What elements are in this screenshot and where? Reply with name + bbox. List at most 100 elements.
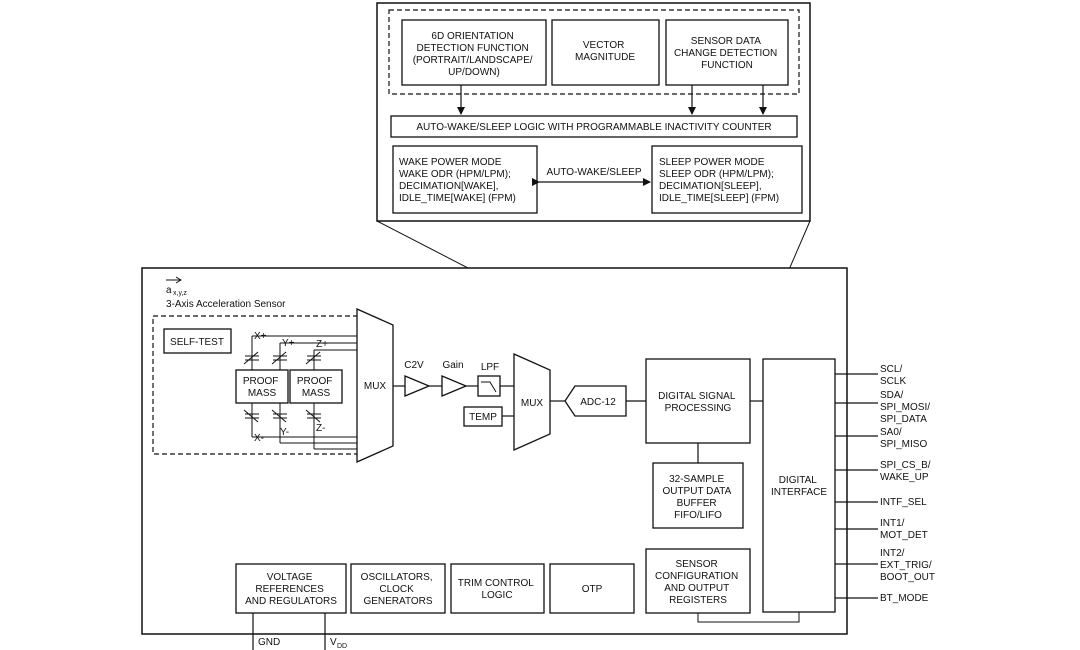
svg-text:INT2/EXT_TRIG/BOOT_OUT: INT2/EXT_TRIG/BOOT_OUT xyxy=(880,548,935,583)
digital-interface-line-1: DIGITAL xyxy=(779,475,818,486)
pin-int2-line-1: INT2/ xyxy=(880,548,905,559)
svg-text:WAKE POWER MODE WAKE ODR: WAKE POWER MODE WAKE ODR (HPM/LPM); DECI… xyxy=(399,157,516,204)
proof-mass-1 xyxy=(235,369,289,404)
svg-text:PROOF MASS: PROOF MASS xyxy=(297,376,335,399)
proof-mass-2-line-2: MASS xyxy=(302,388,331,399)
svg-text:SENSOR DATA CHANGE DETEC: SENSOR DATA CHANGE DETECTION FUNCTION xyxy=(674,36,780,71)
mux-2 xyxy=(513,352,551,452)
orientation-line-2: DETECTION FUNCTION xyxy=(417,43,529,54)
buffer-line-2: OUTPUT DATA xyxy=(662,486,731,497)
axis-label-z-plus: Z+ xyxy=(316,339,328,350)
mux-1 xyxy=(356,307,394,464)
axis-label-z-minus: Z- xyxy=(316,423,325,434)
axis-label-y-plus: Y+ xyxy=(282,338,295,349)
wake-line-1: WAKE POWER MODE xyxy=(399,157,502,168)
gain-amplifier xyxy=(441,375,468,397)
svg-text:SPI_CS_B/WAKE_UP: SPI_CS_B/WAKE_UP xyxy=(880,460,931,483)
svg-text:BT_MODE: BT_MODE xyxy=(880,593,929,604)
mux-1-label: MUX xyxy=(364,381,387,392)
gnd-label: GND xyxy=(258,637,280,648)
sleep-line-2: SLEEP ODR (HPM/LPM); xyxy=(659,169,774,180)
svg-text:INT1/MOT_DET: INT1/MOT_DET xyxy=(880,518,928,541)
adc-label: ADC-12 xyxy=(580,397,616,408)
autowake-arrow-label: AUTO-WAKE/SLEEP xyxy=(546,167,641,178)
c2v-amplifier xyxy=(404,375,431,397)
dsp-block xyxy=(645,358,751,444)
pin-sa0-line-2: SPI_MISO xyxy=(880,439,927,450)
capacitor-symbols xyxy=(243,351,321,423)
orientation-line-3: (PORTRAIT/LANDSCAPE/ xyxy=(413,55,533,66)
svg-text:SCL/SCLK: SCL/SCLK xyxy=(880,364,906,387)
change-line-2: CHANGE DETECTION xyxy=(674,48,777,59)
pin-spi-cs-line-1: SPI_CS_B/ xyxy=(880,460,931,471)
self-test-block xyxy=(163,328,232,354)
trim-line-2: LOGIC xyxy=(481,590,512,601)
voltage-references-block xyxy=(235,563,347,614)
vdd-sub: DD xyxy=(337,643,347,650)
proof-mass-1-line-2: MASS xyxy=(248,388,277,399)
axis-label-y-minus: Y- xyxy=(280,427,289,438)
buffer-line-4: FIFO/LIFO xyxy=(674,510,722,521)
svg-text:TRIM CONTROL LOGIC: TRIM CONTROL LOGIC xyxy=(458,578,537,601)
svg-text:SENSOR CONFIGURATION A: SENSOR CONFIGURATION AND OUTPUT REGISTER… xyxy=(655,559,741,606)
buffer-line-1: 32-SAMPLE xyxy=(669,474,724,485)
svg-text:SA0/SPI_MISO: SA0/SPI_MISO xyxy=(880,427,927,450)
acceleration-vector-label: a x,y,z xyxy=(166,276,187,297)
sleep-line-1: SLEEP POWER MODE xyxy=(659,157,765,168)
oscillators-line-3: GENERATORS xyxy=(363,596,432,607)
oscillators-line-2: CLOCK xyxy=(379,584,414,595)
pin-int2-line-3: BOOT_OUT xyxy=(880,572,935,583)
trim-line-1: TRIM CONTROL xyxy=(458,578,535,589)
wake-line-4: IDLE_TIME[WAKE] (FPM) xyxy=(399,193,516,204)
proof-mass-2 xyxy=(289,369,343,404)
autowake-logic-label: AUTO-WAKE/SLEEP LOGIC WITH PROGRAMMABLE … xyxy=(416,122,771,133)
axis-label-x-plus: X+ xyxy=(254,331,267,342)
autowake-logic-block xyxy=(390,115,798,138)
change-detection-block xyxy=(665,19,789,86)
axyz-label: a xyxy=(166,285,172,296)
change-line-3: FUNCTION xyxy=(701,60,753,71)
axis-label-x-minus: X- xyxy=(254,433,264,444)
svg-text:OSCILLATORS, CLOCK GEN: OSCILLATORS, CLOCK GENERATORS xyxy=(361,572,436,607)
lpf-block xyxy=(477,375,501,397)
digital-interface-block xyxy=(762,358,836,613)
vector-line-2: MAGNITUDE xyxy=(575,52,635,63)
otp-block xyxy=(549,563,635,614)
svg-text:VECTOR MAGNITUDE: VECTOR MAGNITUDE xyxy=(575,40,635,63)
gain-label: Gain xyxy=(442,360,463,371)
orientation-line-4: UP/DOWN) xyxy=(448,67,500,78)
proof-mass-2-line-1: PROOF xyxy=(297,376,333,387)
trim-control-block xyxy=(450,563,545,614)
otp-label: OTP xyxy=(582,584,603,595)
mux-2-label: MUX xyxy=(521,398,544,409)
pin-sda-line-3: SPI_DATA xyxy=(880,414,927,425)
pin-scl-line-1: SCL/ xyxy=(880,364,902,375)
orientation-detection-block xyxy=(401,19,547,86)
sensor-config-line-1: SENSOR xyxy=(675,559,717,570)
change-line-1: SENSOR DATA xyxy=(691,36,762,47)
voltage-line-1: VOLTAGE xyxy=(267,572,313,583)
c2v-label: C2V xyxy=(404,360,424,371)
dsp-detail-panel: 6D ORIENTATION DETECTION FUNCTION (PORTR… xyxy=(376,2,811,222)
pin-sa0-line-1: SA0/ xyxy=(880,427,902,438)
dsp-line-1: DIGITAL SIGNAL xyxy=(658,391,736,402)
sleep-power-mode-block xyxy=(651,145,803,214)
dsp-line-2: PROCESSING xyxy=(665,403,732,414)
pin-sda-line-1: SDA/ xyxy=(880,390,904,401)
lpf-label: LPF xyxy=(481,362,499,373)
pin-intf-sel: INTF_SEL xyxy=(880,497,927,508)
sensor-config-line-3: AND OUTPUT xyxy=(664,583,729,594)
proof-mass-1-line-1: PROOF xyxy=(243,376,279,387)
pin-spi-cs-line-2: WAKE_UP xyxy=(880,472,929,483)
vector-magnitude-block xyxy=(551,19,660,86)
oscillators-line-1: OSCILLATORS, xyxy=(361,572,433,583)
vdd-label: V xyxy=(330,637,337,648)
svg-text:PROOF MASS: PROOF MASS xyxy=(243,376,281,399)
orientation-line-1: 6D ORIENTATION xyxy=(431,31,513,42)
oscillators-block xyxy=(350,563,446,614)
sleep-line-3: DECIMATION[SLEEP], xyxy=(659,181,762,192)
sensor-configuration-block xyxy=(645,548,751,614)
svg-text:6D ORIENTATION DETECTION: 6D ORIENTATION DETECTION FUNCTION (PORTR… xyxy=(413,31,536,78)
buffer-line-3: BUFFER xyxy=(677,498,717,509)
